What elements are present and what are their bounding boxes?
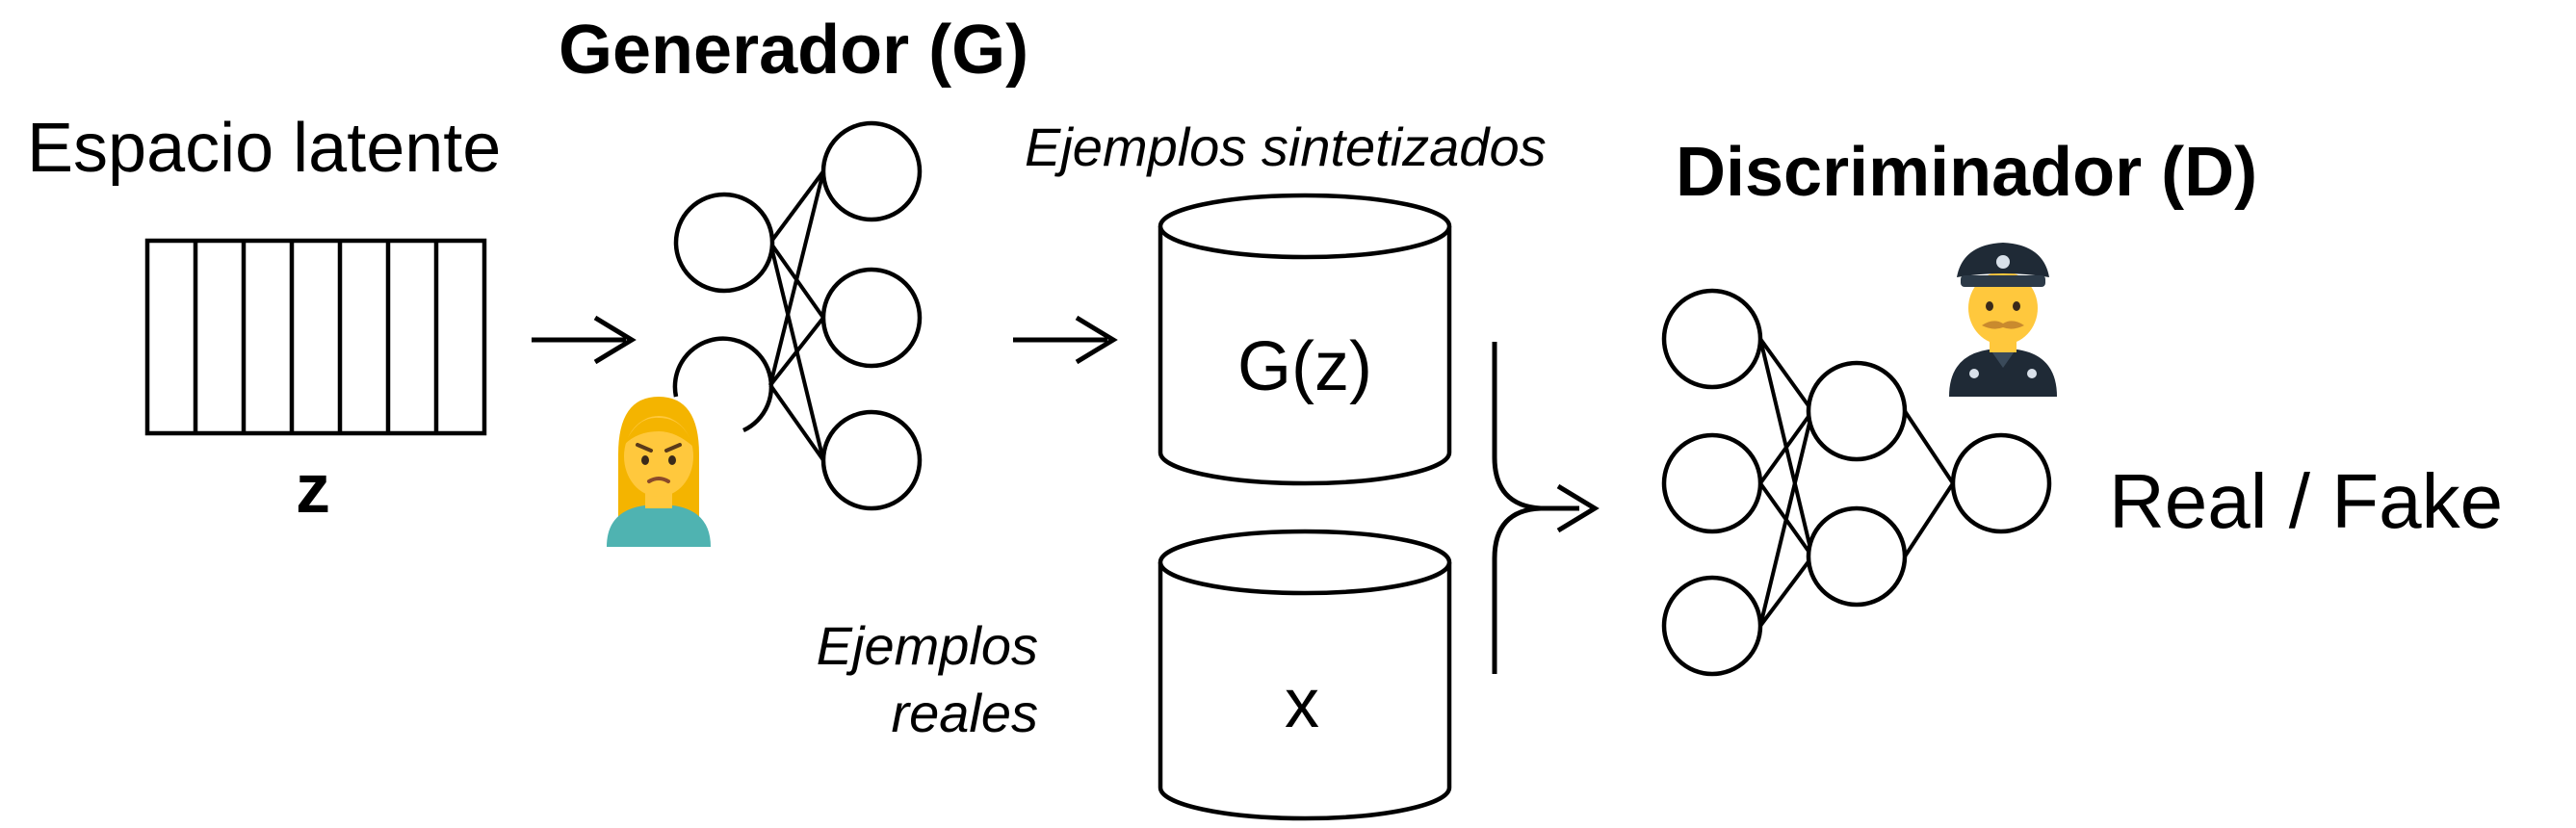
latent-variable-label: z [296,451,330,528]
annoyed-woman-icon [607,397,711,547]
real-samples-cylinder [1158,529,1452,821]
generator-output-node [820,120,923,222]
generator-input-node-partial [672,336,774,433]
real-examples-label-line1: Ejemplos [817,615,1038,676]
discriminator-input-node [1661,575,1763,677]
real-sample-label: x [1285,665,1319,742]
discriminator-title: Discriminador (D) [1676,134,2257,211]
merge-brace [1492,342,1600,674]
generator-output-node [820,409,923,511]
arrow-latent-to-generator [532,315,637,365]
discriminator-output-node [1950,432,2052,534]
synthetic-samples-cylinder [1158,193,1452,486]
synthetic-examples-label: Ejemplos sintetizados [1025,116,1547,177]
police-officer-icon [1949,243,2057,397]
arrow-generator-to-samples [1013,315,1118,365]
discriminator-input-node [1661,432,1763,534]
output-label: Real / Fake [2109,458,2503,544]
discriminator-input-node [1661,288,1763,390]
generator-input-node [673,192,775,294]
latent-vector [144,238,487,436]
discriminator-network [1661,288,2052,677]
generator-network [672,120,923,511]
real-examples-label-line2: reales [891,683,1038,743]
discriminator-hidden-node [1806,505,1908,608]
generated-sample-label: G(z) [1237,328,1372,405]
generator-output-node [820,267,923,369]
generator-title: Generador (G) [559,12,1028,89]
discriminator-hidden-node [1806,360,1908,462]
latent-space-label: Espacio latente [27,110,501,187]
